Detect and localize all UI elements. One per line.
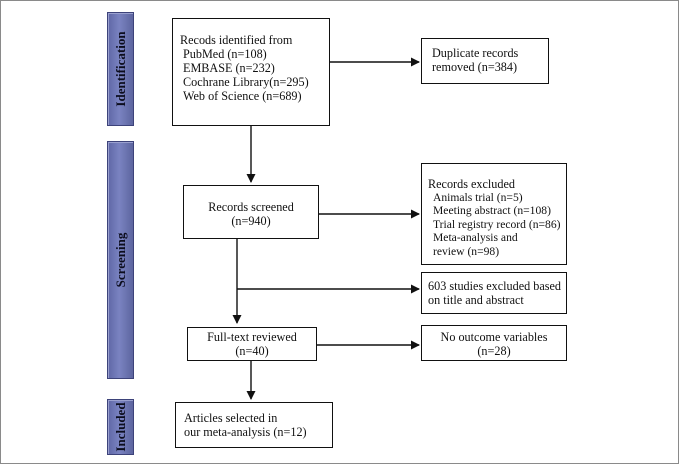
records-screened-label: Records screened bbox=[208, 200, 294, 214]
excluded-trial-registry: Trial registry record (n=86) bbox=[433, 217, 561, 231]
excluded-meeting-abstract: Meeting abstract (n=108) bbox=[433, 204, 551, 218]
stage-label-included: Included bbox=[107, 399, 134, 455]
full-text-reviewed-box: Full-text reviewed (n=40) bbox=[187, 327, 317, 361]
no-outcome-box: No outcome variables (n=28) bbox=[421, 325, 567, 361]
records-excluded-box: Records excluded Animals trial (n=5) Mee… bbox=[421, 163, 567, 265]
stage-label-screening: Screening bbox=[107, 141, 134, 379]
no-outcome-label: No outcome variables bbox=[440, 330, 548, 344]
records-excluded-title: Records excluded bbox=[428, 177, 515, 191]
full-text-reviewed-count: (n=40) bbox=[235, 344, 269, 358]
title-abstract-line-2: on title and abstract bbox=[428, 293, 524, 307]
source-cochrane: Cochrane Library(n=295) bbox=[183, 75, 309, 89]
excluded-meta-analysis: Meta-analysis and bbox=[433, 231, 518, 245]
articles-selected-line-1: Articles selected in bbox=[184, 411, 278, 425]
records-identified-box: Recods identified from PubMed (n=108) EM… bbox=[172, 18, 330, 126]
title-abstract-excluded-box: 603 studies excluded based on title and … bbox=[421, 272, 567, 314]
records-screened-box: Records screened (n=940) bbox=[183, 185, 319, 239]
records-identified-title: Recods identified from bbox=[180, 33, 293, 47]
duplicates-line-2: removed (n=384) bbox=[432, 60, 518, 74]
duplicates-line-1: Duplicate records bbox=[432, 46, 519, 60]
source-pubmed: PubMed (n=108) bbox=[183, 47, 267, 61]
title-abstract-line-1: 603 studies excluded based bbox=[428, 279, 562, 293]
articles-selected-line-2: our meta-analysis (n=12) bbox=[184, 425, 307, 439]
full-text-reviewed-label: Full-text reviewed bbox=[207, 330, 297, 344]
source-embase: EMBASE (n=232) bbox=[183, 61, 275, 75]
excluded-review: review (n=98) bbox=[433, 244, 500, 258]
no-outcome-count: (n=28) bbox=[477, 344, 511, 358]
duplicates-removed-box: Duplicate records removed (n=384) bbox=[421, 38, 549, 84]
stage-label-identification: Identification bbox=[107, 12, 134, 126]
excluded-animals-trial: Animals trial (n=5) bbox=[433, 191, 523, 204]
articles-selected-box: Articles selected in our meta-analysis (… bbox=[175, 402, 333, 448]
source-web-of-science: Web of Science (n=689) bbox=[183, 89, 302, 103]
records-screened-count: (n=940) bbox=[231, 214, 271, 228]
